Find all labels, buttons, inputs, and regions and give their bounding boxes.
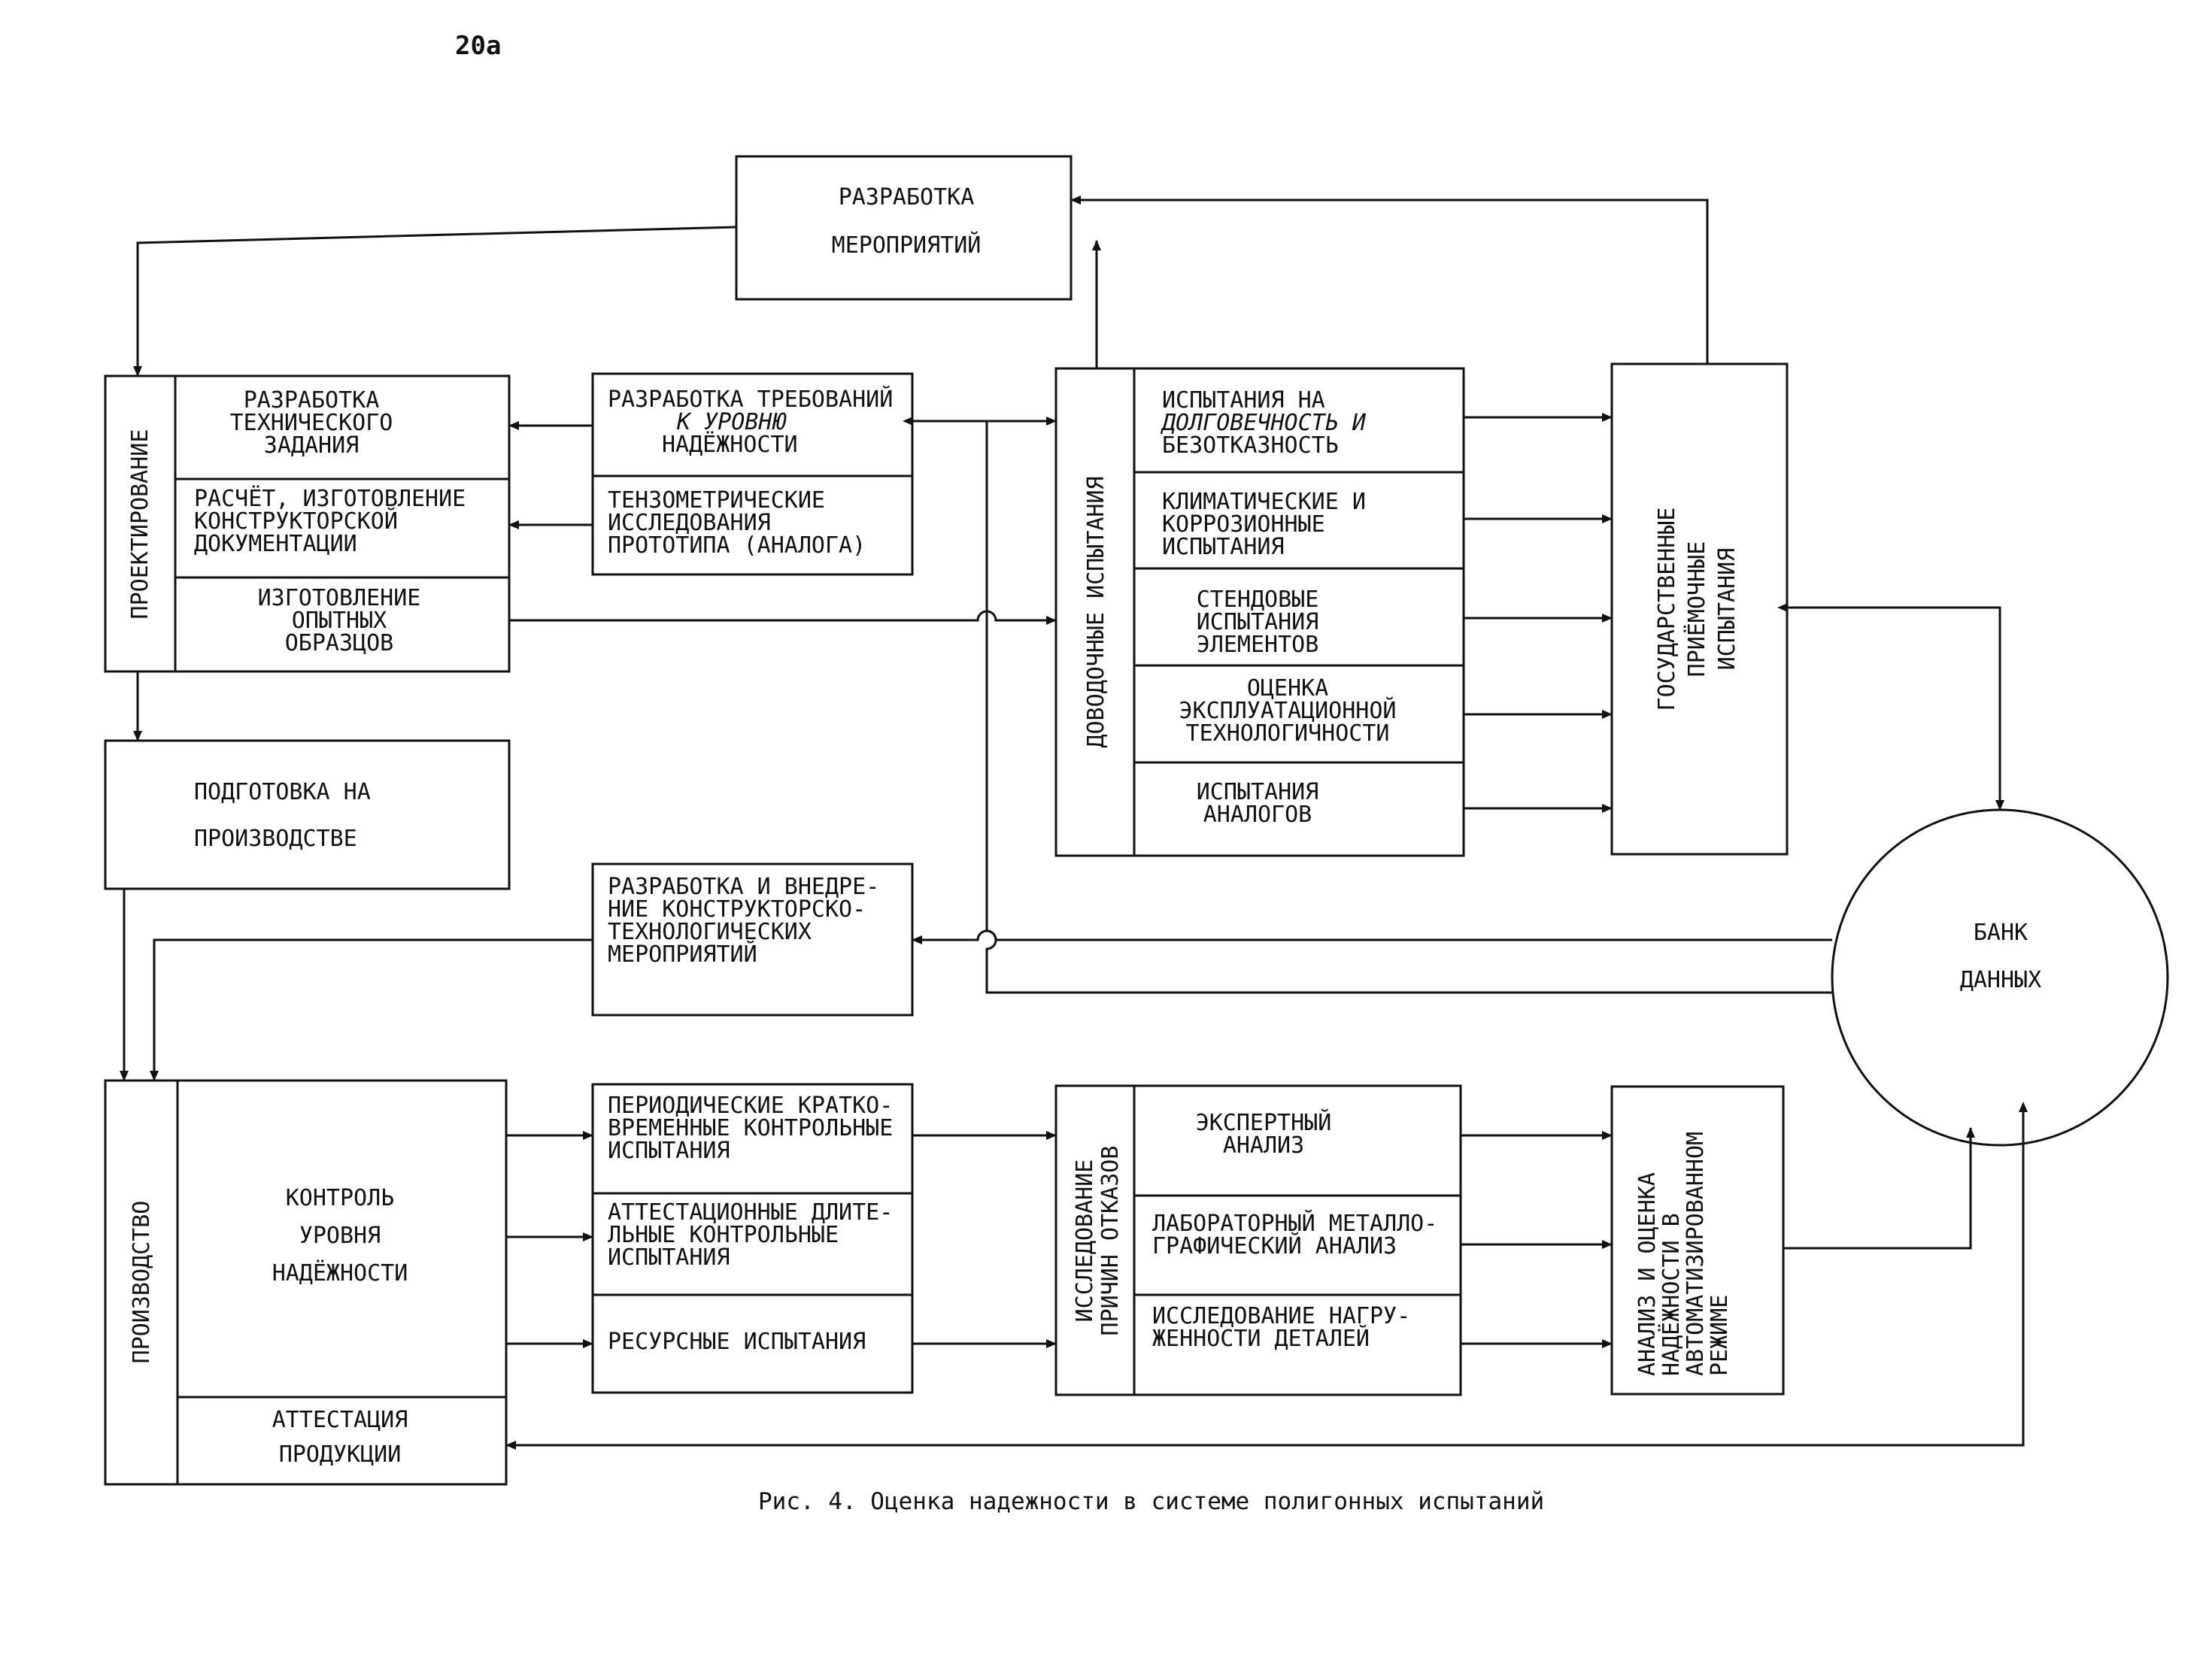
label-bank-2: ДАННЫХ: [1960, 967, 2041, 993]
label-ocenka-2: ЭКСПЛУАТАЦИОННОЙ: [1179, 697, 1397, 724]
label-ocenka-1: ОЦЕНКА: [1247, 675, 1328, 702]
label-dovodochnye: ДОВОДОЧНЫЕ ИСПЫТАНИЯ: [1083, 476, 1109, 747]
label-analogi-2: АНАЛОГОВ: [1203, 802, 1312, 828]
label-dolgovechnost-2: ДОЛГОВЕЧНОСТЬ И: [1160, 410, 1367, 436]
label-proektirovanie: ПРОЕКТИРОВАНИЕ: [127, 429, 153, 620]
label-dolgovechnost-3: БЕЗОТКАЗНОСТЬ: [1162, 432, 1339, 459]
label-attestacionnye-2: ЛЬНЫЕ КОНТРОЛЬНЫЕ: [608, 1222, 839, 1248]
label-attestaciya-1: АТТЕСТАЦИЯ: [272, 1407, 408, 1433]
label-ocenka-3: ТЕХНОЛОГИЧНОСТИ: [1186, 720, 1390, 747]
label-raschet-1: РАСЧЁТ, ИЗГОТОВЛЕНИЕ: [194, 485, 466, 512]
box-podgotovka: [104, 739, 511, 890]
box-trebovaniya-tenzo: [591, 372, 914, 576]
label-lab-1: ЛАБОРАТОРНЫЙ МЕТАЛЛО-: [1152, 1210, 1437, 1237]
label-klimat-1: КЛИМАТИЧЕСКИЕ И: [1162, 489, 1366, 515]
label-podgotovka-1: ПОДГОТОВКА НА: [194, 779, 371, 805]
label-resursnye: РЕСУРСНЫЕ ИСПЫТАНИЯ: [608, 1329, 866, 1355]
label-kontrol-3: НАДЁЖНОСТИ: [272, 1259, 408, 1287]
label-ekspert-2: АНАЛИЗ: [1223, 1132, 1304, 1159]
label-gos-1: ГОСУДАРСТВЕННЫЕ: [1654, 508, 1680, 711]
label-ekspert-1: ЭКСПЕРТНЫЙ: [1196, 1109, 1332, 1136]
label-avtomat-3: АВТОМАТИЗИРОВАННОМ: [1683, 1132, 1709, 1376]
label-vnedrenie-1: РАЗРАБОТКА И ВНЕДРЕ-: [608, 874, 879, 900]
label-issledovanie-1: ИССЛЕДОВАНИЕ: [1072, 1159, 1098, 1323]
label-kontrol-1: КОНТРОЛЬ: [286, 1185, 395, 1211]
label-gos-3: ИСПЫТАНИЯ: [1714, 548, 1740, 671]
label-izgotovlenie-2: ОПЫТНЫХ: [292, 608, 387, 634]
label-podgotovka-2: ПРОИЗВОДСТВЕ: [194, 826, 357, 852]
label-tz-2: ТЕХНИЧЕСКОГО: [230, 410, 393, 436]
label-izgotovlenie-1: ИЗГОТОВЛЕНИЕ: [258, 585, 421, 611]
label-attestaciya-2: ПРОДУКЦИИ: [279, 1441, 402, 1468]
page-number: 20а: [455, 31, 501, 61]
label-avtomat-4: РЕЖИМЕ: [1707, 1295, 1733, 1376]
label-izgotovlenie-3: ОБРАЗЦОВ: [285, 630, 394, 656]
label-dolgovechnost-1: ИСПЫТАНИЯ НА: [1162, 387, 1325, 414]
label-trebovaniya-2: К УРОВНЮ: [676, 409, 787, 435]
label-attestacionnye-1: АТТЕСТАЦИОННЫЕ ДЛИТЕ-: [608, 1199, 893, 1226]
connectors: [120, 196, 2028, 1450]
box-dovodochnye: [1054, 367, 1465, 857]
label-lab-2: ГРАФИЧЕСКИЙ АНАЛИЗ: [1152, 1232, 1397, 1259]
label-stend-2: ИСПЫТАНИЯ: [1197, 609, 1319, 635]
label-periodicheskie-1: ПЕРИОДИЧЕСКИЕ КРАТКО-: [608, 1093, 893, 1119]
label-stend-1: СТЕНДОВЫЕ: [1197, 587, 1319, 613]
label-proizvodstvo: ПРОИЗВОДСТВО: [129, 1201, 155, 1364]
figure-caption: Рис. 4. Оценка надежности в системе поли…: [758, 1488, 1544, 1515]
label-razrabotka-meropriyatiy-1: РАЗРАБОТКА: [839, 184, 975, 211]
label-nagruzh-1: ИССЛЕДОВАНИЕ НАГРУ-: [1152, 1303, 1410, 1329]
label-gos-2: ПРИЁМОЧНЫЕ: [1683, 541, 1710, 677]
label-klimat-3: ИСПЫТАНИЯ: [1162, 534, 1285, 560]
label-trebovaniya-3: НАДЁЖНОСТИ: [662, 431, 798, 458]
label-nagruzh-2: ЖЕННОСТИ ДЕТАЛЕЙ: [1152, 1325, 1370, 1352]
label-periodicheskie-2: ВРЕМЕННЫЕ КОНТРОЛЬНЫЕ: [608, 1115, 893, 1141]
box-razrabotka-meropriyatiy: [735, 155, 1073, 301]
label-tz-3: ЗАДАНИЯ: [264, 432, 359, 459]
label-vnedrenie-3: ТЕХНОЛОГИЧЕСКИХ: [608, 919, 812, 945]
label-bank-1: БАНК: [1974, 920, 2028, 946]
label-analogi-1: ИСПЫТАНИЯ: [1197, 779, 1319, 805]
label-avtomat-2: НАДЁЖНОСТИ В: [1658, 1213, 1685, 1376]
label-kontrol-2: УРОВНЯ: [299, 1223, 381, 1249]
label-trebovaniya-1: РАЗРАБОТКА ТРЕБОВАНИЙ: [608, 386, 893, 413]
label-vnedrenie-4: МЕРОПРИЯТИЙ: [608, 941, 757, 968]
label-razrabotka-meropriyatiy-2: МЕРОПРИЯТИЙ: [832, 232, 982, 259]
label-periodicheskie-3: ИСПЫТАНИЯ: [608, 1138, 730, 1164]
label-tenzo-1: ТЕНЗОМЕТРИЧЕСКИЕ: [608, 487, 825, 514]
label-issledovanie-2: ПРИЧИН ОТКАЗОВ: [1097, 1146, 1124, 1336]
label-tenzo-2: ИССЛЕДОВАНИЯ: [608, 510, 771, 536]
label-avtomat-1: АНАЛИЗ И ОЦЕНКА: [1634, 1172, 1661, 1376]
label-tenzo-3: ПРОТОТИПА (АНАЛОГА): [608, 532, 866, 559]
label-klimat-2: КОРРОЗИОННЫЕ: [1162, 511, 1325, 538]
label-tz-1: РАЗРАБОТКА: [244, 387, 380, 414]
label-raschet-3: ДОКУМЕНТАЦИИ: [194, 531, 357, 557]
label-raschet-2: КОНСТРУКТОРСКОЙ: [194, 508, 398, 535]
label-attestacionnye-3: ИСПЫТАНИЯ: [608, 1244, 730, 1271]
label-stend-3: ЭЛЕМЕНТОВ: [1197, 632, 1319, 658]
label-vnedrenie-2: НИЕ КОНСТРУКТОРСКО-: [608, 896, 866, 923]
